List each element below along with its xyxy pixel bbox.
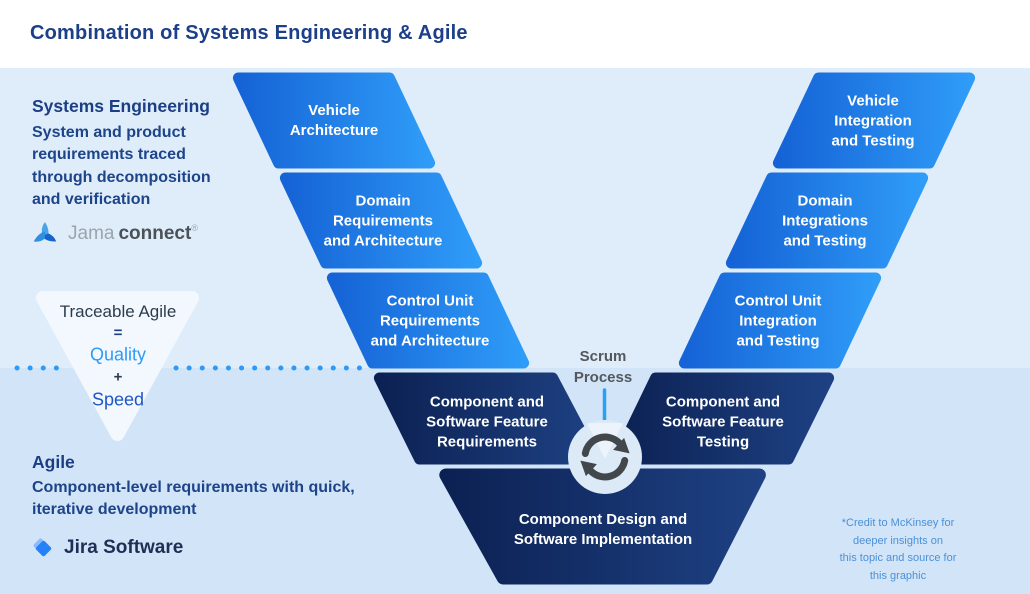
agile-heading: Agile xyxy=(32,452,75,472)
scrum-cycle-circle xyxy=(568,420,642,494)
jira-logo-text: Jira Software xyxy=(64,537,184,558)
segment-component-software-feature-testing xyxy=(610,372,835,465)
segment-domain-requirements-architecture xyxy=(279,172,483,269)
registered-mark: ® xyxy=(191,223,198,233)
segment-component-software-feature-requirements xyxy=(373,372,601,465)
credit-note: *Credit to McKinsey for deeper insights … xyxy=(839,516,957,582)
jira-software-logo: Jira Software xyxy=(30,535,183,561)
systems-engineering-heading: Systems Engineering xyxy=(32,96,210,116)
scrum-circle-highlight xyxy=(587,423,623,459)
segment-vehicle-integration-testing xyxy=(772,72,976,169)
segment-control-unit-integration-testing xyxy=(678,272,882,369)
agile-description: Component-level requirements with quick,… xyxy=(32,479,355,519)
jama-word: Jama xyxy=(68,223,115,244)
jama-connect-icon xyxy=(33,222,57,242)
traceable-agile-triangle xyxy=(36,291,199,441)
jira-icon xyxy=(33,538,52,557)
segment-domain-integrations-testing xyxy=(725,172,929,269)
page-title: Combination of Systems Engineering & Agi… xyxy=(30,22,468,44)
connect-word: connect xyxy=(118,223,192,244)
segment-control-unit-requirements-architecture xyxy=(326,272,530,369)
systems-engineering-description: System and product requirements traced t… xyxy=(32,124,211,209)
scrum-cycle-icon xyxy=(580,433,630,481)
segment-vehicle-architecture xyxy=(232,72,436,169)
segment-component-design-software-implementation xyxy=(439,468,766,585)
